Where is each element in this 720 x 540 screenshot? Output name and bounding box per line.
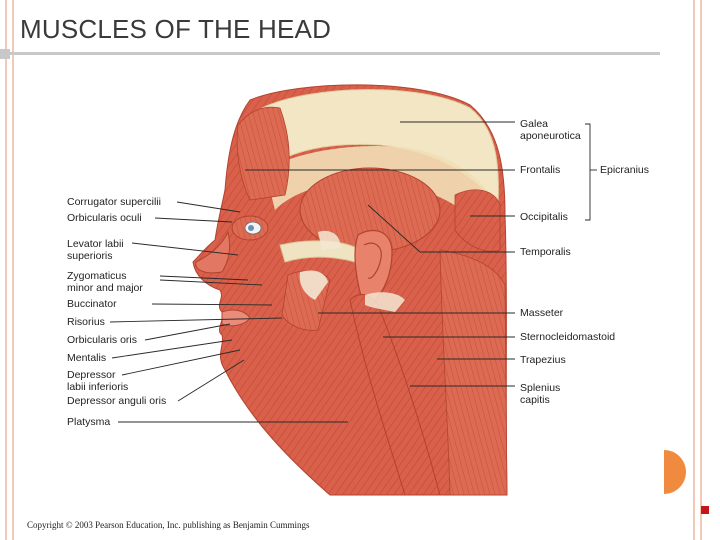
- temporal-fascia-band: [265, 146, 495, 225]
- orange-half-circle-decoration: [664, 450, 686, 494]
- label-occipitalis: Occipitalis: [520, 211, 568, 223]
- label-levator-labii-superioris: Levator labii superioris: [67, 238, 124, 262]
- title-divider: [0, 52, 660, 55]
- label-orbicularis-oris: Orbicularis oris: [67, 334, 138, 346]
- frontalis-muscle: [236, 106, 290, 201]
- leader-orbicularis-oris: [144, 323, 231, 341]
- label-platysma: Platysma: [67, 416, 111, 428]
- label-splenius-capitis: Splenius capitis: [520, 382, 561, 406]
- copyright-notice: Copyright © 2003 Pearson Education, Inc.…: [27, 520, 310, 530]
- iris: [248, 225, 254, 231]
- occipitalis-muscle: [454, 189, 501, 252]
- leader-risorius: [109, 317, 283, 323]
- label-zygomaticus: Zygomaticus minor and major: [67, 270, 143, 294]
- title-divider-marker: [0, 49, 10, 59]
- epicranius-bracket: [585, 123, 591, 221]
- label-depressor-anguli-oris: Depressor anguli oris: [67, 395, 167, 407]
- leader-zygomaticus: [159, 275, 249, 281]
- frame-line-right-inner: [693, 0, 695, 540]
- label-masseter: Masseter: [520, 307, 564, 319]
- masseter-tendon: [299, 270, 328, 300]
- right-leader-lines: [245, 121, 597, 387]
- cheek-fascia: [318, 230, 341, 250]
- frame-line-left-inner: [12, 0, 14, 540]
- leader-zygomaticus-2: [159, 279, 263, 286]
- label-mentalis: Mentalis: [67, 352, 107, 364]
- leader-depressor-anguli: [177, 359, 245, 402]
- label-orbicularis-oculi: Orbicularis oculi: [67, 212, 142, 224]
- lips: [221, 309, 251, 327]
- leader-depressor-labii: [121, 349, 241, 376]
- red-square-decoration: [701, 506, 709, 514]
- label-risorius: Risorius: [67, 316, 105, 328]
- left-leader-lines: [109, 201, 348, 423]
- label-corrugator-supercilii: Corrugator supercilii: [67, 196, 161, 208]
- label-epicranius: Epicranius: [600, 164, 650, 176]
- leader-levator: [131, 242, 239, 256]
- label-temporalis: Temporalis: [520, 246, 571, 258]
- leader-buccinator: [151, 303, 273, 306]
- frame-line-left-outer: [5, 0, 7, 540]
- slide-title: MUSCLES OF THE HEAD: [20, 14, 332, 44]
- leader-orbicularis-oculi: [154, 217, 233, 223]
- label-sternocleidomastoid: Sternocleidomastoid: [520, 331, 616, 343]
- leader-mentalis: [111, 339, 233, 359]
- trapezius-muscle: [439, 249, 508, 496]
- label-depressor-labii-inferioris: Depressor labii inferioris: [67, 369, 129, 393]
- leader-corrugator: [176, 201, 241, 213]
- leader-temporalis-a: [367, 204, 421, 253]
- frame-line-right-outer: [700, 0, 702, 540]
- mastoid-patch: [365, 292, 405, 312]
- label-frontalis: Frontalis: [520, 164, 561, 176]
- label-trapezius: Trapezius: [520, 354, 566, 366]
- label-buccinator: Buccinator: [67, 298, 117, 310]
- ear-inner: [363, 242, 382, 279]
- label-galea-aponeurotica: Galea aponeurotica: [520, 118, 581, 142]
